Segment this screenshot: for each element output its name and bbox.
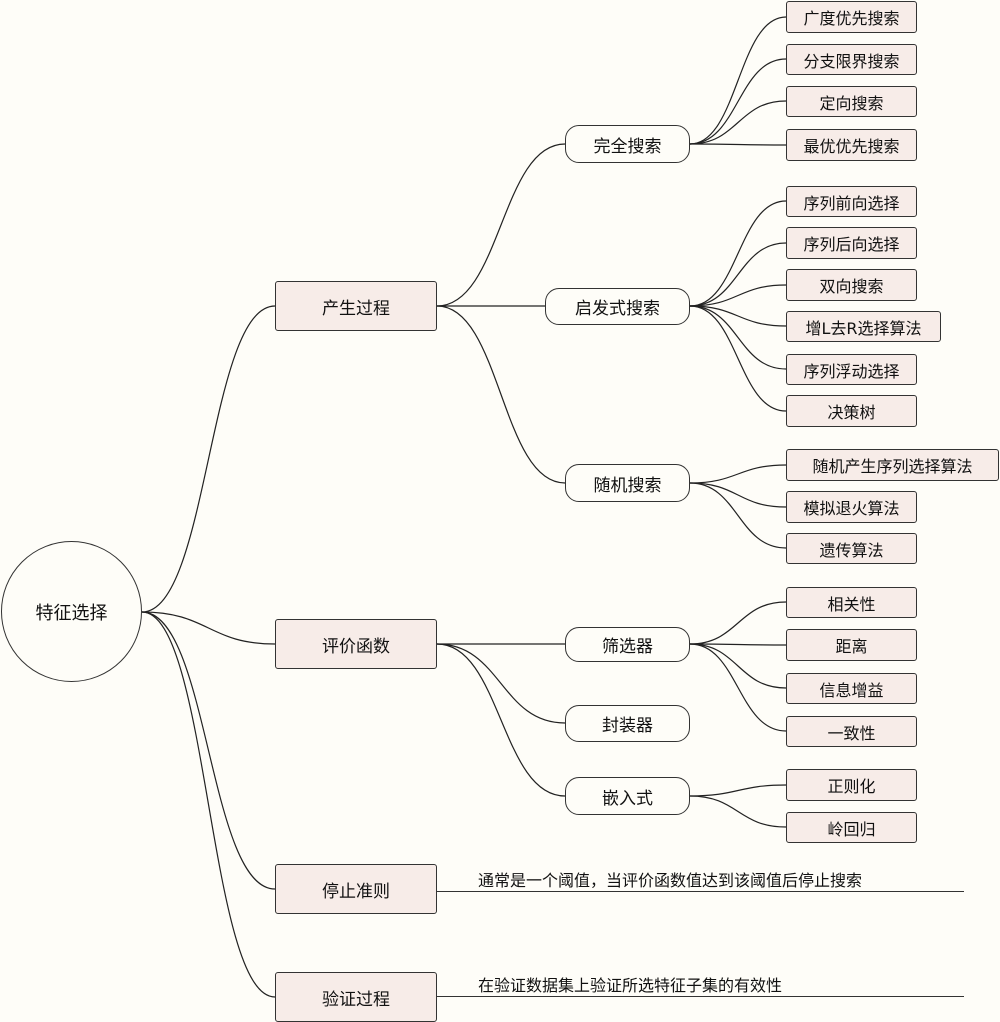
leaf-random-sequence: 随机产生序列选择算法 bbox=[786, 449, 999, 481]
root-node: 特征选择 bbox=[1, 541, 142, 682]
leaf-bfs: 广度优先搜索 bbox=[786, 1, 917, 33]
leaf-consistency: 一致性 bbox=[786, 716, 917, 747]
link-complete-best-first bbox=[689, 143, 787, 146]
leaf-info-gain: 信息增益 bbox=[786, 673, 917, 704]
leaf-plus-l-minus-r: 增L去R选择算法 bbox=[786, 311, 941, 342]
link-root-validation bbox=[141, 611, 276, 998]
link-random-genetic bbox=[689, 482, 787, 549]
node-wrapper: 封装器 bbox=[565, 705, 690, 742]
link-heuristic-decision-tree bbox=[689, 305, 787, 412]
leaf-floating: 序列浮动选择 bbox=[786, 354, 917, 385]
link-complete-directed bbox=[689, 100, 787, 145]
link-root-evaluation bbox=[141, 611, 276, 645]
link-complete-bfs bbox=[689, 16, 787, 145]
validation-note-underline bbox=[437, 996, 964, 997]
leaf-distance: 距离 bbox=[786, 629, 917, 661]
link-heuristic-sbs bbox=[689, 242, 787, 307]
leaf-sfs: 序列前向选择 bbox=[786, 186, 917, 217]
node-complete-search: 完全搜索 bbox=[565, 125, 690, 163]
leaf-decision-tree: 决策树 bbox=[786, 395, 917, 427]
validation-note: 在验证数据集上验证所选特征子集的有效性 bbox=[478, 976, 783, 995]
branch-stopping: 停止准则 bbox=[275, 864, 437, 914]
link-random-annealing bbox=[689, 482, 787, 508]
leaf-genetic: 遗传算法 bbox=[786, 533, 917, 564]
link-generation-random bbox=[436, 305, 566, 484]
node-random-search: 随机搜索 bbox=[565, 464, 690, 502]
link-filter-distance bbox=[689, 643, 787, 646]
link-heuristic-bidirectional bbox=[689, 284, 787, 307]
link-generation-complete bbox=[436, 143, 566, 307]
stopping-note-underline bbox=[437, 891, 964, 892]
leaf-bidirectional: 双向搜索 bbox=[786, 269, 917, 301]
branch-evaluation: 评价函数 bbox=[275, 619, 437, 669]
link-filter-correlation bbox=[689, 601, 787, 645]
link-root-generation bbox=[141, 305, 276, 613]
node-embedded: 嵌入式 bbox=[565, 777, 690, 815]
link-heuristic-plus-l-minus-r bbox=[689, 305, 787, 327]
leaf-best-first: 最优优先搜索 bbox=[786, 129, 917, 161]
link-evaluation-wrapper bbox=[436, 643, 566, 724]
leaf-simulated-annealing: 模拟退火算法 bbox=[786, 491, 917, 523]
link-filter-info-gain bbox=[689, 643, 787, 689]
leaf-branch-bound: 分支限界搜索 bbox=[786, 44, 917, 75]
link-filter-consistency bbox=[689, 643, 787, 732]
link-embedded-regularization bbox=[689, 784, 787, 797]
leaf-directed-search: 定向搜索 bbox=[786, 86, 917, 117]
node-filter: 筛选器 bbox=[565, 627, 690, 662]
stopping-note: 通常是一个阈值，当评价函数值达到该阈值后停止搜索 bbox=[478, 871, 863, 890]
leaf-regularization: 正则化 bbox=[786, 769, 917, 801]
node-heuristic-search: 启发式搜索 bbox=[545, 288, 690, 325]
link-random-sequence bbox=[689, 464, 787, 484]
leaf-sbs: 序列后向选择 bbox=[786, 227, 917, 259]
link-complete-branch-bound bbox=[689, 58, 787, 145]
link-embedded-ridge bbox=[689, 795, 787, 828]
link-heuristic-sfs bbox=[689, 200, 787, 307]
branch-generation: 产生过程 bbox=[275, 281, 437, 331]
link-root-stopping bbox=[141, 611, 276, 890]
link-evaluation-embedded bbox=[436, 643, 566, 797]
leaf-correlation: 相关性 bbox=[786, 587, 917, 618]
leaf-ridge: 岭回归 bbox=[786, 812, 917, 843]
branch-validation: 验证过程 bbox=[275, 972, 437, 1022]
link-heuristic-floating bbox=[689, 305, 787, 370]
